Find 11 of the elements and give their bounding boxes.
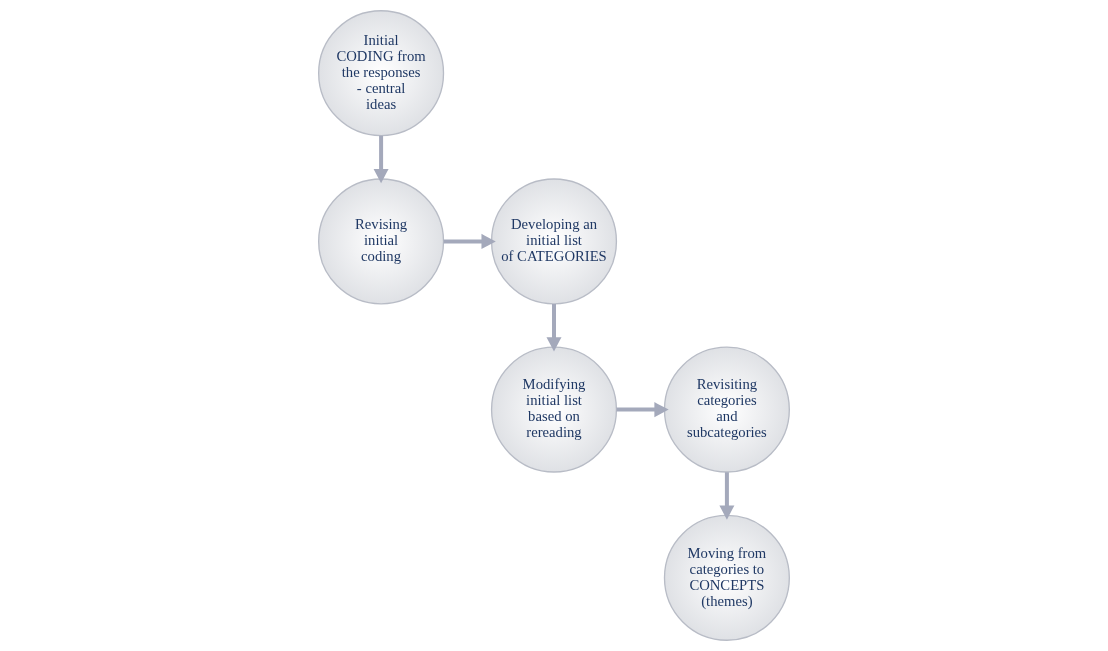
arrow — [443, 233, 496, 249]
arrow — [719, 472, 735, 520]
arrow — [373, 135, 389, 184]
arrow — [546, 304, 562, 352]
node-circle: Moving from categories to CONCEPTS (themes) — [663, 514, 790, 641]
node-circle: Revising initial coding — [318, 178, 445, 305]
node-circle: Developing an initial list of CATEGORIES — [490, 178, 618, 305]
node-circle: Initial CODING from the responses - central ideas — [318, 10, 445, 137]
node-circle: Revisiting categories and subcategories — [663, 346, 790, 473]
arrow — [616, 402, 669, 418]
node-circle: Modifying initial list based on rereading — [490, 346, 618, 473]
